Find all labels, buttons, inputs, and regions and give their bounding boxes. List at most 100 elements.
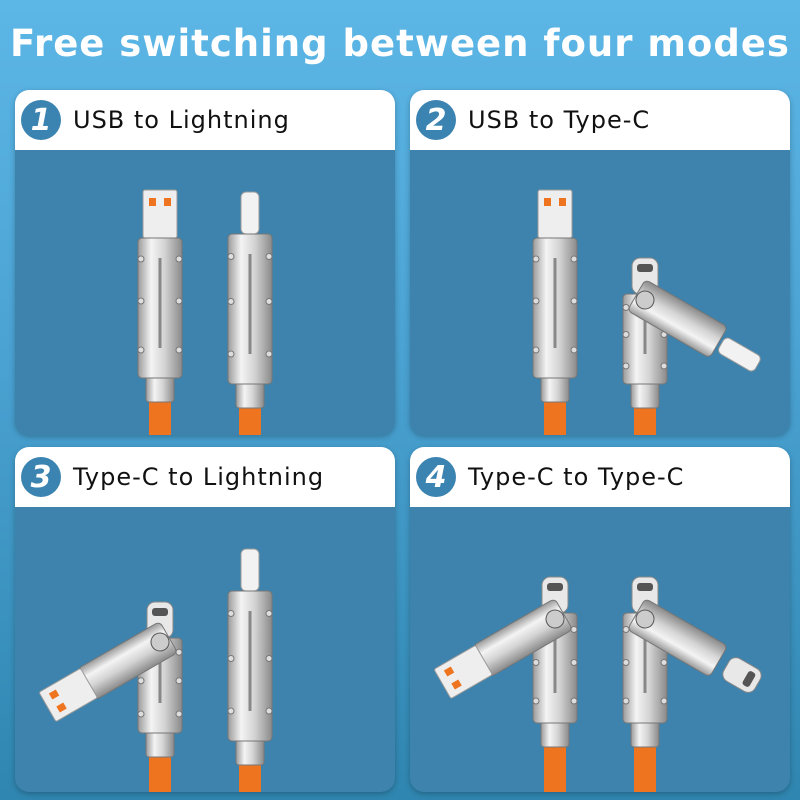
type-c-port bbox=[742, 671, 756, 687]
collar bbox=[145, 730, 175, 758]
lightning-tip bbox=[240, 548, 260, 592]
cable-illustration bbox=[137, 189, 273, 435]
mode-panel-1: 1 USB to Lightning bbox=[15, 90, 395, 435]
collar bbox=[235, 738, 265, 766]
mode-panel-4: 4 Type-C to Type-C bbox=[410, 447, 790, 792]
screw bbox=[622, 304, 630, 311]
type-c-port bbox=[637, 264, 653, 272]
lightning-tip bbox=[718, 337, 761, 372]
screw bbox=[570, 297, 578, 305]
type-c-port bbox=[637, 583, 653, 591]
usb-pin bbox=[451, 679, 462, 690]
type-c-tip bbox=[722, 657, 762, 693]
usb-pin bbox=[443, 666, 455, 677]
screw bbox=[570, 255, 578, 263]
screw bbox=[622, 331, 630, 338]
usb-pin bbox=[559, 198, 566, 206]
screw bbox=[137, 297, 145, 305]
collar bbox=[235, 381, 265, 409]
screw bbox=[175, 648, 183, 656]
pivot bbox=[545, 609, 565, 629]
swivel-arm bbox=[628, 599, 762, 693]
screw bbox=[137, 346, 145, 354]
mode-label: USB to Type-C bbox=[468, 106, 651, 134]
type-c-port bbox=[547, 583, 563, 591]
screw bbox=[265, 707, 273, 715]
mode-number-badge: 1 bbox=[21, 100, 61, 140]
screw bbox=[532, 697, 540, 705]
screw bbox=[137, 710, 145, 718]
mode-header: 2 USB to Type-C bbox=[410, 90, 790, 150]
screw bbox=[622, 362, 630, 370]
screw bbox=[532, 255, 540, 263]
swivel-tip bbox=[722, 657, 762, 693]
pivot bbox=[635, 290, 655, 310]
usb-pin bbox=[48, 689, 60, 700]
screw bbox=[660, 362, 668, 370]
screw bbox=[622, 626, 630, 633]
screw bbox=[227, 707, 235, 715]
screw bbox=[265, 253, 273, 260]
mode-number-badge: 4 bbox=[416, 457, 456, 497]
screw bbox=[227, 298, 235, 305]
screw bbox=[532, 297, 540, 305]
screw bbox=[175, 297, 183, 305]
collar bbox=[540, 375, 570, 403]
screw bbox=[265, 298, 273, 305]
screw bbox=[570, 697, 578, 705]
cable-illustration bbox=[39, 548, 273, 792]
mode-panel-3: 3 Type-C to Lightning bbox=[15, 447, 395, 792]
screw bbox=[175, 346, 183, 354]
usb-pin bbox=[56, 702, 67, 713]
usb-tip bbox=[434, 645, 493, 699]
cable bbox=[544, 743, 566, 792]
cable bbox=[634, 743, 656, 792]
swivel-tip bbox=[39, 668, 98, 722]
swivel-arm bbox=[628, 280, 761, 372]
mode-label: Type-C to Lightning bbox=[73, 463, 325, 491]
swivel-tip bbox=[434, 645, 493, 699]
screw bbox=[227, 350, 235, 358]
usb-tip bbox=[142, 189, 178, 239]
usb-pin bbox=[164, 198, 171, 206]
screw bbox=[660, 659, 668, 666]
screw bbox=[175, 710, 183, 718]
swivel-arm bbox=[434, 599, 572, 699]
type-c-port bbox=[152, 608, 168, 616]
collar bbox=[630, 720, 660, 748]
screw bbox=[227, 655, 235, 662]
cable bbox=[634, 404, 656, 435]
screw bbox=[265, 350, 273, 358]
screw bbox=[227, 253, 235, 260]
mode-label: Type-C to Type-C bbox=[468, 463, 685, 491]
cable-illustration bbox=[532, 189, 761, 435]
cable bbox=[149, 753, 171, 792]
cable bbox=[239, 761, 261, 792]
cable bbox=[544, 398, 566, 435]
screw bbox=[570, 659, 578, 666]
screw bbox=[622, 659, 630, 666]
usb-tip bbox=[537, 189, 573, 239]
screw bbox=[265, 655, 273, 662]
mode-header: 1 USB to Lightning bbox=[15, 90, 395, 150]
screw bbox=[532, 346, 540, 354]
usb-pin bbox=[149, 198, 156, 206]
screw bbox=[622, 697, 630, 705]
screw bbox=[570, 346, 578, 354]
pivot bbox=[635, 609, 655, 629]
screw bbox=[265, 610, 273, 617]
swivel-arm bbox=[39, 622, 177, 722]
lightning-tip bbox=[240, 191, 260, 235]
screw bbox=[137, 677, 145, 685]
screw bbox=[175, 677, 183, 685]
pivot bbox=[150, 632, 170, 652]
screw bbox=[660, 697, 668, 705]
collar bbox=[540, 720, 570, 748]
page-title: Free switching between four modes bbox=[10, 22, 790, 65]
mode-panel-2: 2 USB to Type-C bbox=[410, 90, 790, 435]
screw bbox=[532, 659, 540, 666]
collar bbox=[145, 375, 175, 403]
mode-number-badge: 3 bbox=[21, 457, 61, 497]
cable bbox=[239, 404, 261, 435]
screw bbox=[227, 610, 235, 617]
